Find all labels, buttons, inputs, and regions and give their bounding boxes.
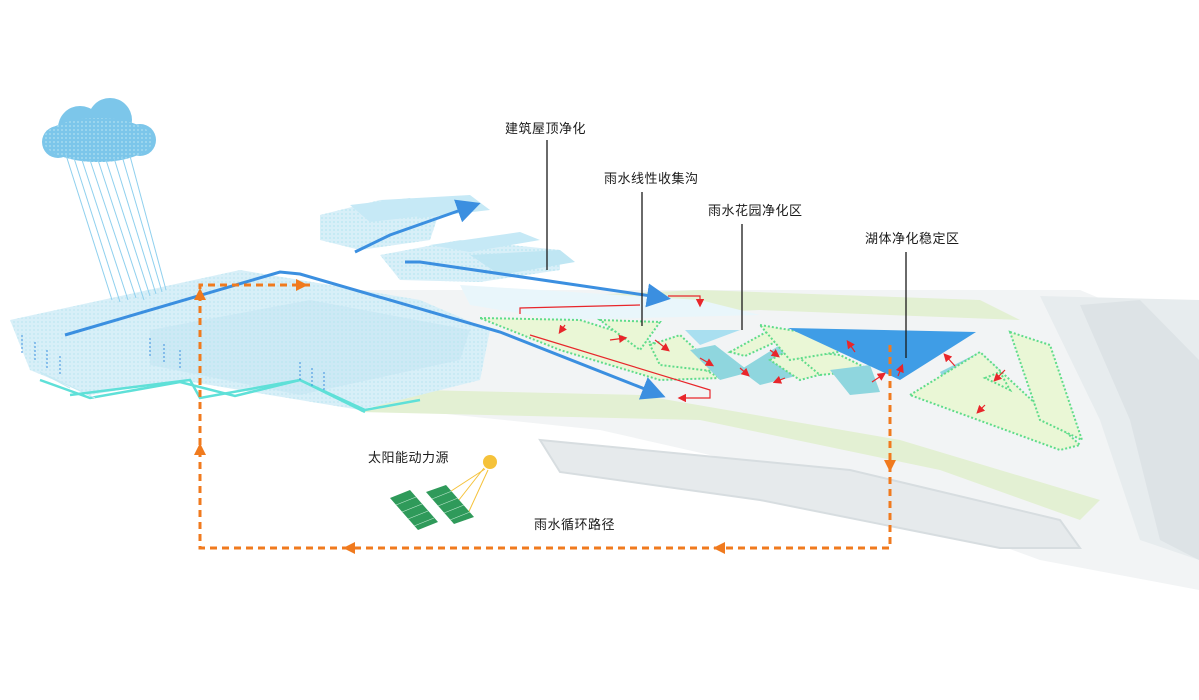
label-lake-stabilization: 湖体净化稳定区: [865, 232, 960, 247]
leader-lines: [546, 140, 907, 358]
rain-icon: [65, 154, 167, 303]
rain-garden-zones: [479, 317, 1084, 452]
rainwater-cycle-path: [198, 283, 892, 550]
label-rainwater-cycle: 雨水循环路径: [534, 518, 616, 533]
roof-flow-lines: [64, 199, 671, 400]
upper-buildings: [320, 195, 760, 320]
label-rain-garden: 雨水花园净化区: [708, 204, 803, 219]
label-rain-channel: 雨水线性收集沟: [604, 172, 699, 187]
channel-flow: [519, 295, 1006, 414]
label-roof-purification: 建筑屋顶净化: [505, 122, 587, 137]
cloud-icon: [42, 98, 156, 162]
cycle-arrowheads: [194, 279, 896, 554]
downspout-arrows: [21, 335, 325, 392]
sun-icon: [444, 455, 497, 521]
label-solar-power: 太阳能动力源: [368, 451, 450, 466]
solar-panel-icon: [390, 485, 474, 530]
main-building: [10, 270, 490, 414]
